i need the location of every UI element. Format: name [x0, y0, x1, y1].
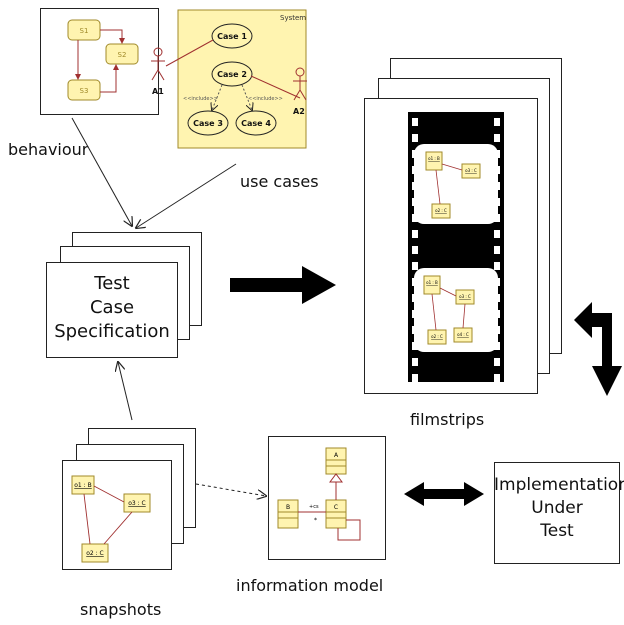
transition-s1-s2 [100, 29, 125, 44]
snap-obj-1-label: o1 : B [74, 482, 91, 489]
assoc-a1-case1 [165, 39, 214, 67]
use-case-4-label: Case 4 [241, 119, 271, 128]
arrow-snapshots-to-model [195, 483, 266, 496]
sprocket-hole [494, 134, 500, 142]
arrow-usecases-to-test [136, 163, 237, 228]
snap-obj-1 [71, 475, 95, 495]
test-case-title: Test Case Specification [46, 272, 178, 344]
assoc-a2-case2 [250, 75, 301, 99]
actor-a1-icon [151, 47, 165, 81]
frame2-obj-4-label: o4 : C [457, 332, 469, 337]
sprocket-hole [412, 374, 418, 382]
arrow-model-implementation [404, 482, 484, 506]
class-b: B [277, 499, 299, 529]
sprocket-hole [494, 262, 500, 270]
behaviour-panel: S1 S2 S3 [40, 8, 159, 115]
use-case-3: Case 3 [187, 110, 229, 136]
frame2-obj-2-label: o3 : C [459, 294, 471, 299]
state-s3: S3 [67, 79, 101, 101]
include-case2-case4 [241, 84, 252, 110]
use-case-4: Case 4 [235, 110, 277, 136]
state-s1-label: S1 [80, 27, 89, 35]
filmstrip-reel: o1 : B o3 : C o2 : C o1 : B o3 : C o2 : … [408, 112, 504, 382]
sprocket-hole [412, 230, 418, 238]
info-model-diagram: A B C +cs * [277, 447, 361, 541]
sprocket-hole [412, 246, 418, 254]
frame1-obj-2-label: o3 : C [465, 168, 477, 173]
test-case-line-3: Specification [54, 321, 170, 342]
test-case-box [46, 262, 178, 358]
use-cases-label: use cases [240, 172, 319, 191]
frame1-obj-1-label: o1 : B [428, 156, 440, 161]
sprocket-hole [494, 246, 500, 254]
test-case-line-1: Test [94, 273, 130, 294]
state-s2-label: S2 [118, 51, 127, 59]
implementation-box [494, 462, 620, 564]
sprocket-hole [494, 358, 500, 366]
frame1-obj-1 [425, 151, 443, 171]
arrow-test-to-filmstrips [230, 266, 336, 304]
implementation-title: Implementation Under Test [494, 474, 624, 543]
snap-obj-3-label: o2 : C [86, 550, 104, 557]
use-case-panel: System A1 Case 1 Case 2 Case 3 Case 4 <<… [151, 9, 307, 149]
snapshot-diagram: o1 : B o3 : C o2 : C [71, 475, 151, 563]
use-case-2-label: Case 2 [217, 70, 247, 79]
class-a: A [325, 447, 347, 475]
sprocket-hole [494, 230, 500, 238]
filmstrips-label: filmstrips [410, 410, 485, 429]
use-case-1-label: Case 1 [217, 32, 247, 41]
state-s3-label: S3 [80, 87, 89, 95]
system-label: System [280, 14, 306, 22]
assoc-label: +cs [309, 504, 319, 510]
arrow-filmstrips-implementation [574, 302, 622, 396]
sprocket-hole [412, 358, 418, 366]
frame2-obj-3-label: o2 : C [431, 334, 443, 339]
self-assoc-c [337, 519, 361, 541]
class-b-label: B [286, 504, 290, 511]
include-case2-case3 [212, 84, 223, 110]
implementation-line-1: Implementation [494, 475, 624, 495]
sprocket-hole [412, 262, 418, 270]
frame2-obj-3 [427, 329, 447, 345]
transition-s3-s2 [100, 64, 119, 93]
information-model-label: information model [236, 576, 384, 595]
implementation-line-2: Under [531, 498, 583, 518]
snap-obj-3 [81, 543, 109, 563]
generalization-triangle [329, 473, 343, 483]
implementation-line-3: Test [540, 521, 574, 541]
class-c-label: C [334, 504, 338, 511]
actor-a2-icon [293, 67, 307, 101]
arrow-behaviour-to-test [71, 117, 132, 226]
snapshots-label: snapshots [80, 600, 162, 619]
include-label-1: <<include>> [183, 96, 218, 102]
frame1-obj-2 [461, 163, 481, 179]
include-label-2: <<include>> [248, 96, 283, 102]
use-case-1: Case 1 [211, 23, 253, 49]
assoc-mult: * [314, 517, 317, 524]
sprocket-hole [494, 374, 500, 382]
actor-a1-label: A1 [152, 87, 164, 96]
use-case-3-label: Case 3 [193, 119, 223, 128]
arrow-snapshots-to-test [118, 362, 133, 421]
sprocket-hole [412, 134, 418, 142]
frame1-obj-3 [431, 203, 451, 219]
behaviour-label: behaviour [8, 140, 89, 159]
state-s2: S2 [105, 43, 139, 65]
frame1-obj-3-label: o2 : C [435, 208, 447, 213]
actor-a2-label: A2 [293, 107, 305, 116]
actor-a2: A2 [293, 67, 307, 116]
frame2-obj-1-label: o1 : B [426, 280, 438, 285]
snap-obj-2-label: o3 : C [128, 500, 146, 507]
use-case-2: Case 2 [211, 61, 253, 87]
sprocket-hole [494, 118, 500, 126]
test-case-line-2: Case [89, 297, 135, 318]
sprocket-hole [412, 118, 418, 126]
snap-obj-2 [123, 493, 151, 513]
class-a-label: A [334, 452, 339, 459]
